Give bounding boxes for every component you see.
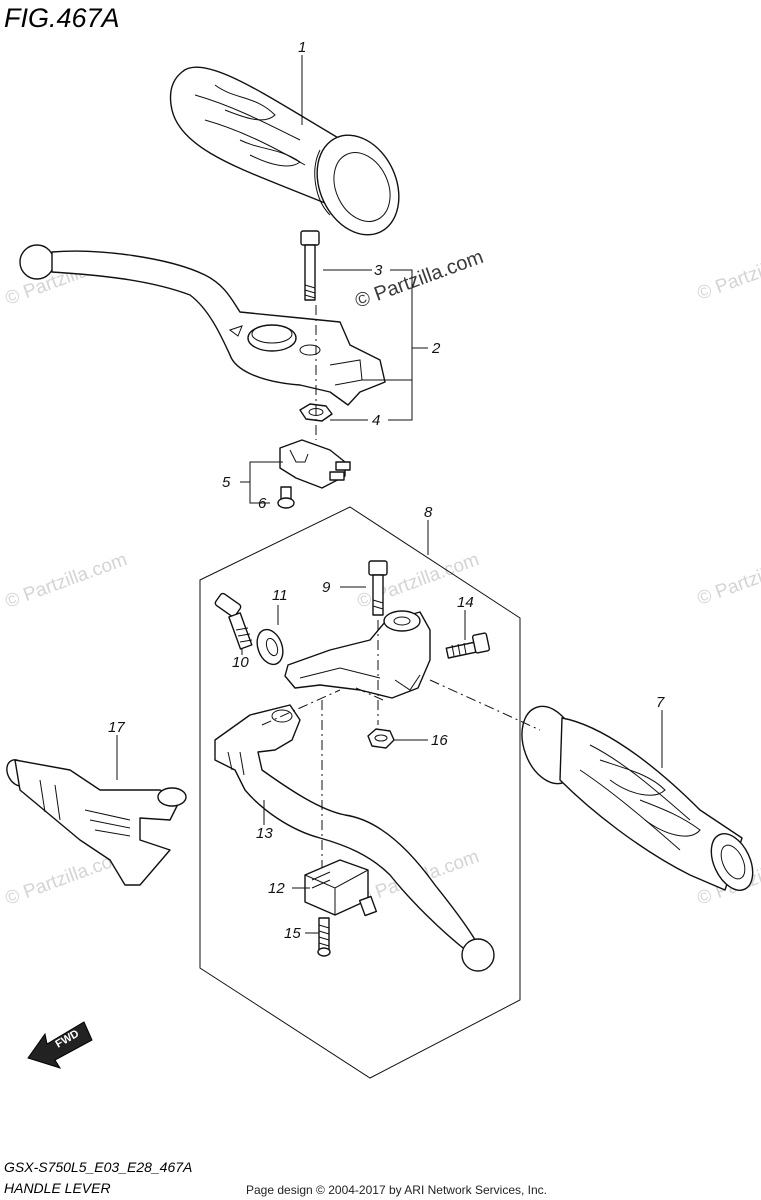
part-3-bolt [300,230,320,301]
fwd-arrow-icon: FWD [27,1021,93,1069]
part-5-switch [279,439,351,489]
callout-5: 5 [222,474,231,491]
watermark-text: © Partzilla.com [695,241,761,305]
callout-9: 9 [322,579,331,596]
part-16-nut [367,728,395,749]
assembly-8-outline [199,506,521,1079]
watermark-text-main: © Partzilla.com [352,246,486,313]
watermark-text: © Partzilla.com [695,546,761,610]
callout-16: 16 [431,732,448,749]
figure-title: FIG.467A [4,3,120,33]
callout-14: 14 [457,594,474,611]
watermark-text: © Partzilla.com [3,549,130,613]
part-8-bracket [284,610,431,699]
part-11-washer [256,628,284,666]
part-12-switch [304,859,378,917]
callout-3: 3 [374,262,383,279]
alignment-lines [261,305,541,868]
callout-2: 2 [431,340,441,357]
part-17-switch [6,759,187,886]
part-2-brake-lever [19,244,386,406]
callout-8: 8 [424,504,433,521]
callouts: 1 2 3 4 5 6 7 8 9 10 11 12 13 14 15 16 1… [108,39,665,942]
callout-17: 17 [108,719,125,736]
part-1-grip [169,66,400,236]
part-6-screw [277,486,295,509]
footer-section-name: HANDLE LEVER [4,1180,111,1196]
callout-11: 11 [272,587,288,604]
part-15-screw [317,917,331,957]
callout-1: 1 [298,39,306,56]
callout-10: 10 [232,654,249,671]
callout-15: 15 [284,925,301,942]
leader-lines [116,55,663,934]
footer-model-code: GSX-S750L5_E03_E28_467A [4,1159,192,1175]
callout-13: 13 [256,825,273,842]
part-7-grip [521,705,754,891]
callout-6: 6 [258,495,267,512]
part-14-bolt [445,632,491,659]
part-13-clutch-lever [214,704,495,972]
part-10-bolt [214,592,253,650]
callout-7: 7 [656,694,665,711]
part-9-bolt [368,560,388,616]
footer-credit: Page design © 2004-2017 by ARI Network S… [246,1183,547,1197]
callout-12: 12 [268,880,285,897]
callout-4: 4 [372,412,380,429]
